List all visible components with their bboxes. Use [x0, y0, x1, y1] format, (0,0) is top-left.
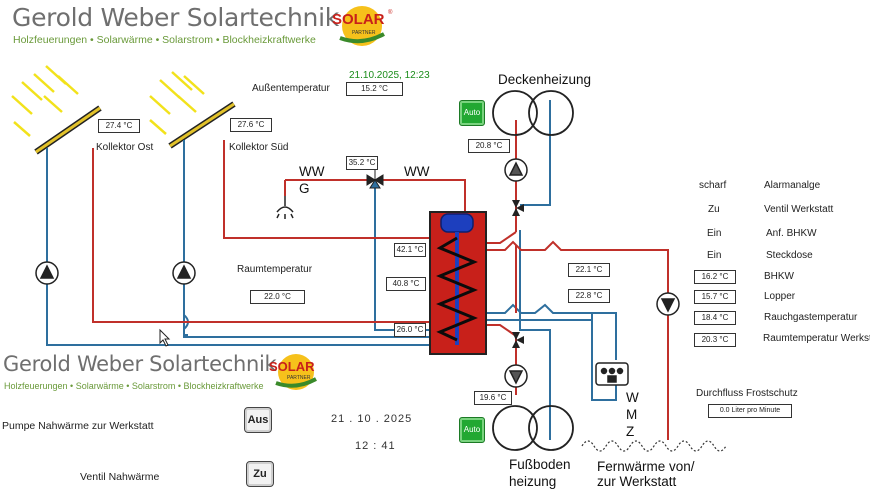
- status-name-steckdose: Steckdose: [766, 250, 813, 261]
- district-heating-label-2: zur Werkstatt: [597, 474, 677, 489]
- collector-sued-label: Kollektor Süd: [229, 142, 289, 153]
- floor-auto-button[interactable]: Auto: [459, 417, 485, 443]
- sun-rays-ost: [11, 65, 79, 137]
- pump-nahwaerme-label: Pumpe Nahwärme zur Werkstatt: [2, 420, 154, 432]
- pump-fernwaerme: [656, 292, 680, 316]
- ventil-nahwaerme-button[interactable]: Zu: [246, 461, 274, 487]
- room-temp-value: 22.0 °C: [250, 290, 305, 304]
- brand-title-bottom: Gerold Weber Solartechnik: [3, 352, 277, 376]
- floor-temp-value: 19.6 °C: [474, 391, 512, 405]
- room-temp-label: Raumtemperatur: [237, 264, 313, 275]
- pump-fussboden: [504, 364, 528, 388]
- mixer-valve-deckenheizung: [512, 200, 524, 216]
- status-name-alarm: Alarmanalge: [764, 180, 821, 191]
- status-state-steckdose: Ein: [707, 250, 722, 261]
- pipe-temp-1: 22.1 °C: [568, 263, 610, 277]
- header-datetime: 21.10.2025, 12:23: [349, 70, 430, 81]
- wmz-w: W: [626, 390, 639, 405]
- shower-icon: [276, 196, 294, 219]
- pump-nahwaerme-button[interactable]: Aus: [244, 407, 272, 433]
- wmz-meter-icon: [595, 362, 629, 386]
- floor-heating-label-2: heizung: [509, 474, 557, 489]
- heat-exchanger-fussboden: [492, 405, 574, 451]
- outdoor-temp-label: Außentemperatur: [252, 83, 330, 94]
- reading-rauchgas-label: Rauchgastemperatur: [764, 312, 858, 323]
- tank-temp-top: 42.1 °C: [394, 243, 426, 257]
- reading-lopper-label: Lopper: [764, 291, 796, 302]
- bottom-time: 12 : 41: [355, 440, 396, 452]
- status-name-ventil: Ventil Werkstatt: [764, 204, 834, 215]
- solar-partner-logo: SOLAR ® PARTNER: [330, 4, 394, 48]
- outdoor-temp-value: 15.2 °C: [346, 82, 403, 96]
- sun-rays-sued: [149, 71, 205, 135]
- status-name-bhkw: Anf. BHKW: [766, 228, 817, 239]
- tank-temp-mid: 40.8 °C: [386, 277, 426, 291]
- status-state-alarm: scharf: [699, 180, 727, 191]
- heat-exchanger-deckenheizung: [492, 90, 574, 136]
- mixing-valve-ww: [366, 170, 384, 189]
- ww-right-label: WW: [404, 164, 430, 179]
- collector-sued-temp: 27.6 °C: [230, 118, 272, 132]
- pump-kollektor-ost: [35, 261, 59, 285]
- ceiling-heating-label: Deckenheizung: [498, 72, 592, 87]
- flow-value: 0.0 Liter pro Minute: [708, 404, 792, 418]
- pipe-temp-2: 22.8 °C: [568, 289, 610, 303]
- brand-tagline: Holzfeuerungen • Solarwärme • Solarstrom…: [13, 34, 316, 46]
- collector-ost-temp: 27.4 °C: [98, 119, 140, 133]
- pump-kollektor-sued: [172, 261, 196, 285]
- ww-g-label: G: [299, 181, 310, 196]
- floor-heating-label-1: Fußboden: [509, 457, 571, 472]
- collector-ost-label: Kollektor Ost: [96, 142, 154, 153]
- reading-lopper-value: 15.7 °C: [694, 290, 736, 304]
- brand-tagline-bottom: Holzfeuerungen • Solarwärme • Solarstrom…: [4, 381, 264, 391]
- district-heating-label-1: Fernwärme von/: [597, 459, 695, 474]
- solar-partner-logo-bottom: SOLAR PARTNER: [267, 352, 325, 392]
- brand-title: Gerold Weber Solartechnik: [12, 3, 339, 32]
- ceiling-temp-value: 20.8 °C: [468, 139, 510, 153]
- flow-label: Durchfluss Frostschutz: [696, 388, 798, 399]
- ww-left-label: WW: [299, 164, 325, 179]
- pump-deckenheizung: [504, 158, 528, 182]
- status-state-bhkw: Ein: [707, 228, 722, 239]
- ventil-nahwaerme-label: Ventil Nahwärme: [80, 471, 160, 483]
- reading-werkstatt-value: 20.3 °C: [694, 333, 736, 347]
- reading-rauchgas-value: 18.4 °C: [694, 311, 736, 325]
- reading-bhkw-label: BHKW: [764, 271, 794, 282]
- ww-temp-value: 35.2 °C: [346, 156, 378, 170]
- status-state-ventil: Zu: [708, 204, 720, 215]
- ground-line: [581, 440, 727, 452]
- ceiling-auto-button[interactable]: Auto: [459, 100, 485, 126]
- reading-werkstatt-label: Raumtemperatur Werkstatt: [763, 333, 870, 344]
- bottom-date: 21 . 10 . 2025: [331, 413, 413, 425]
- reading-bhkw-value: 16.2 °C: [694, 270, 736, 284]
- tank-temp-bottom: 26.0 °C: [394, 323, 426, 337]
- mixer-valve-fussboden: [512, 332, 524, 348]
- wmz-z: Z: [626, 424, 635, 439]
- mouse-cursor: [159, 328, 171, 347]
- wmz-m: M: [626, 407, 638, 422]
